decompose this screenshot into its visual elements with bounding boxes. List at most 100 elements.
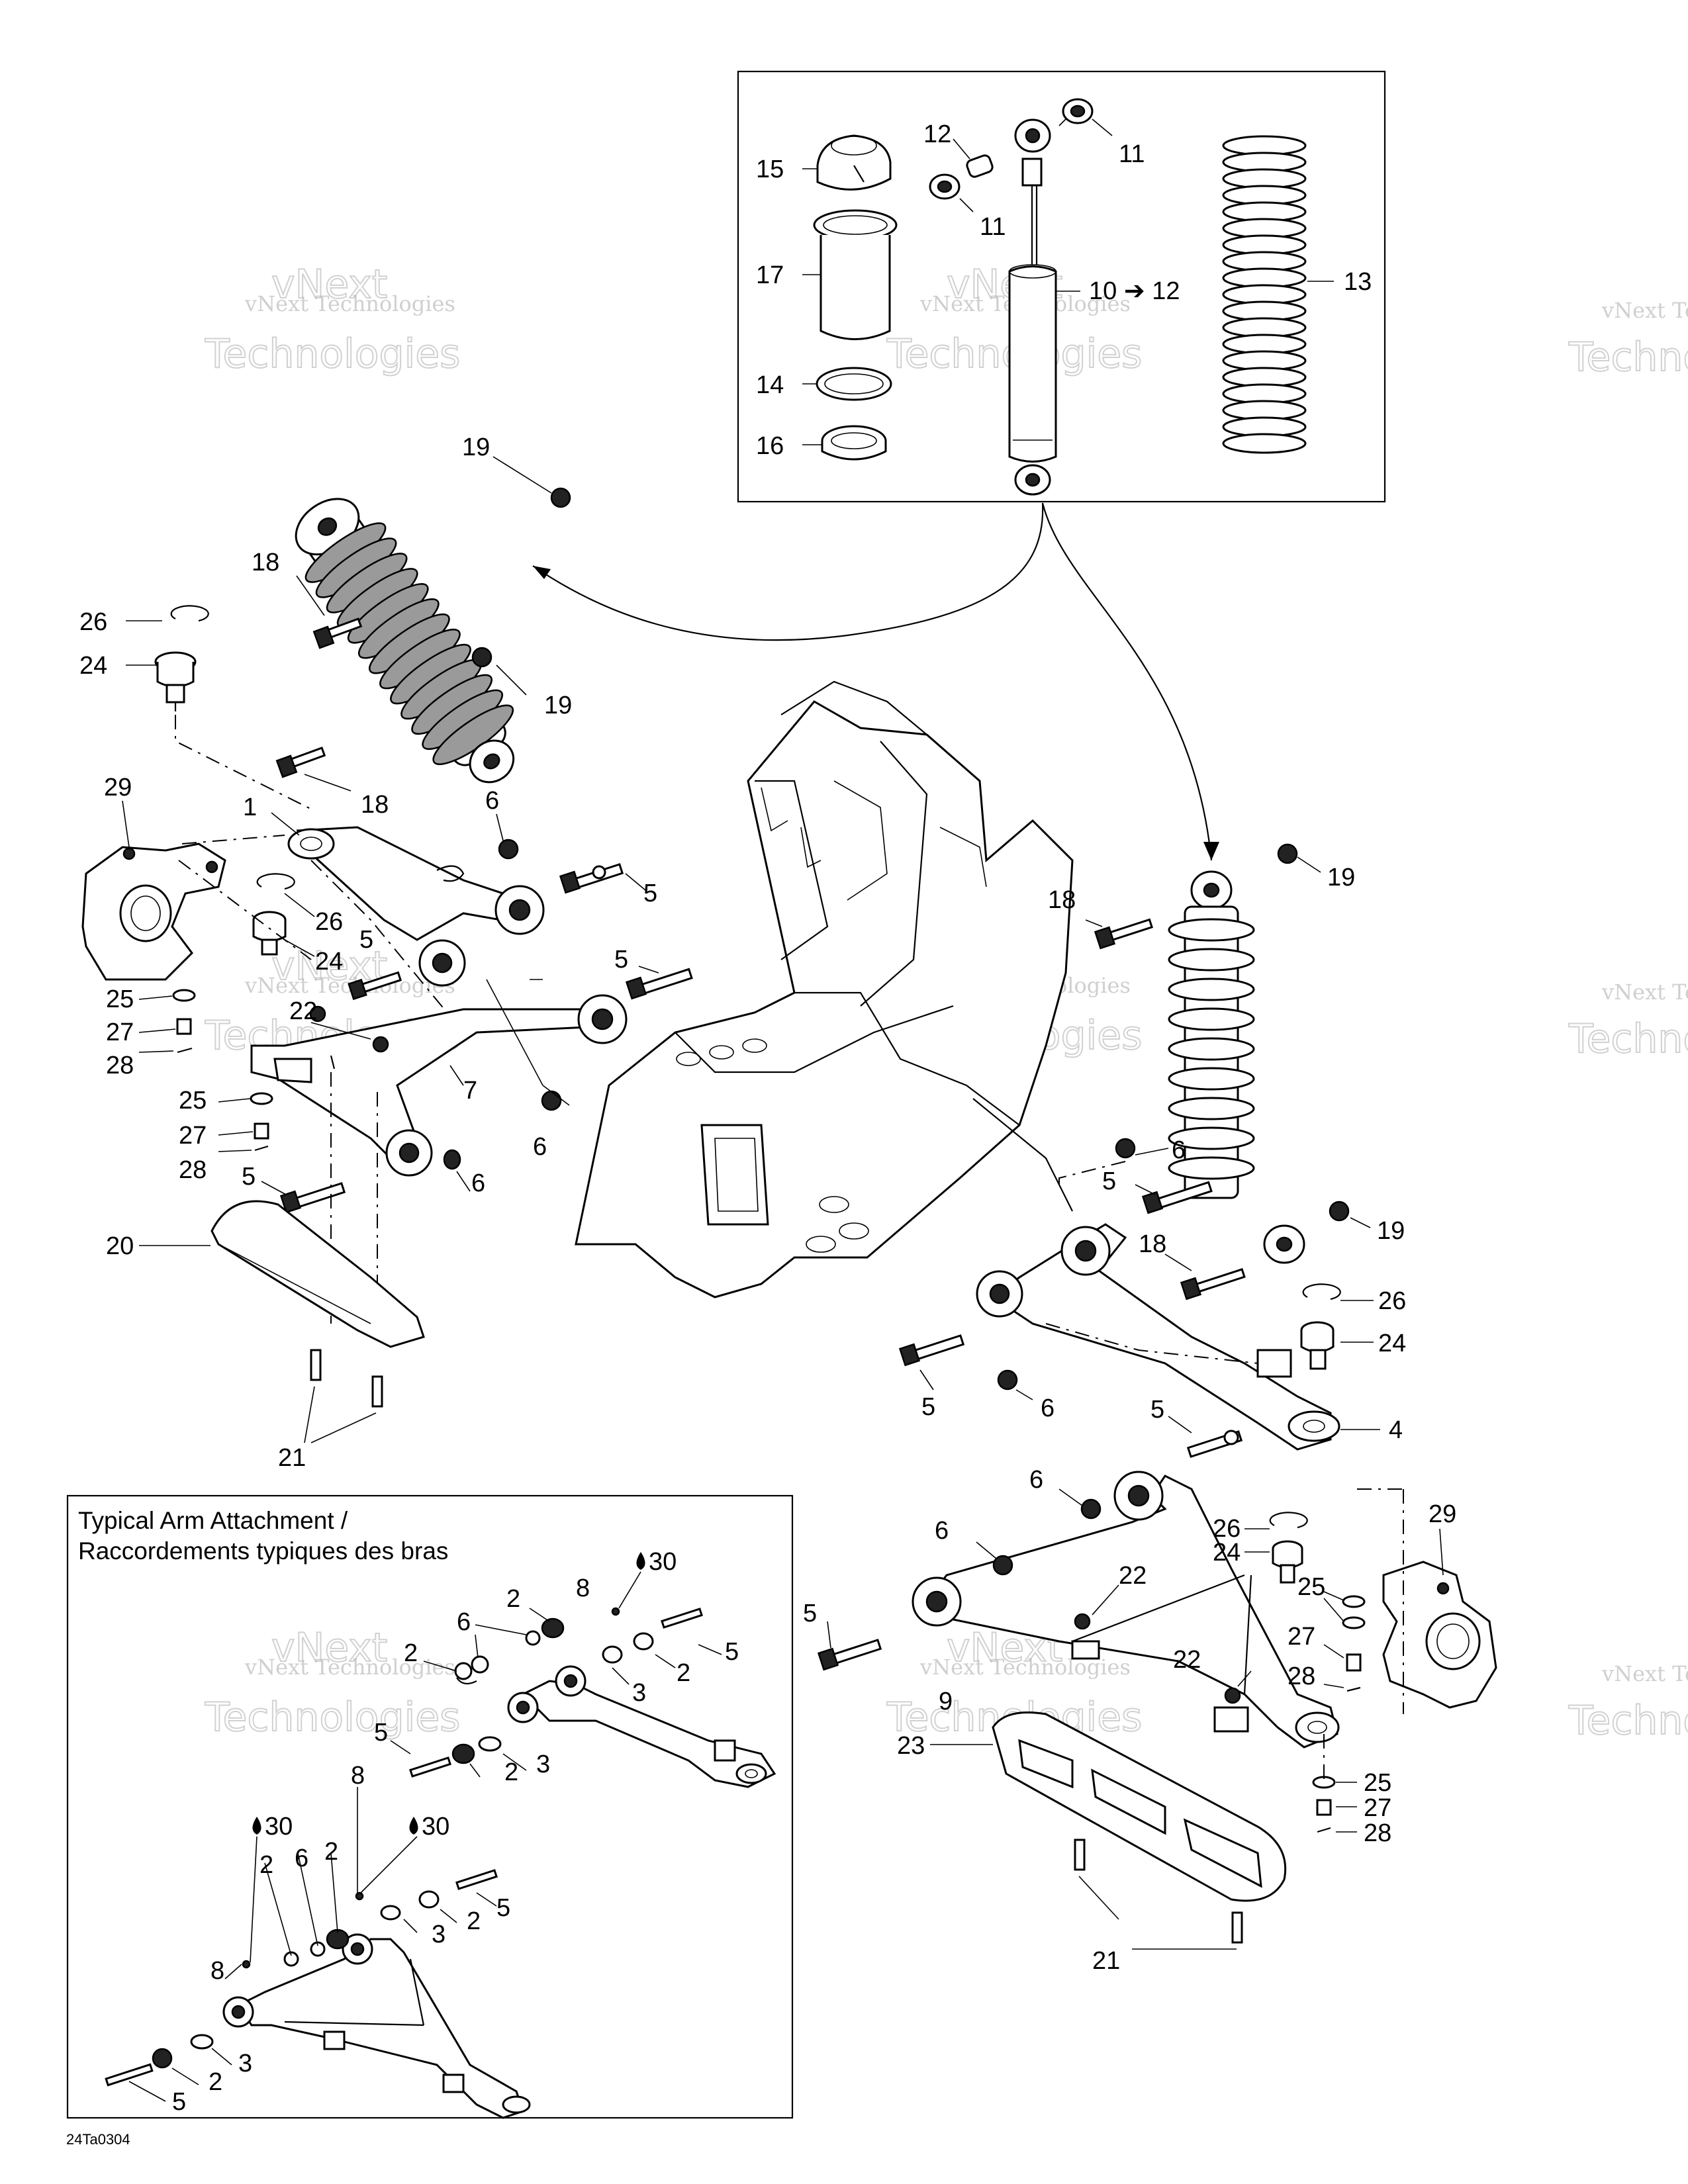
lower-right-a-arm: 5 6 6 5 22 22 9 29 26 24 (803, 1396, 1497, 1847)
bushing-ring-part (821, 425, 887, 461)
left-knuckle: 29 (81, 774, 226, 981)
callout-15: 15 (756, 156, 784, 183)
callout-3b: 3 (536, 1751, 550, 1778)
callout-7: 7 (463, 1077, 477, 1105)
callout-24: 24 (79, 652, 107, 680)
callout-1: 1 (243, 794, 257, 821)
detail-arrows (532, 502, 1219, 861)
callout-28c: 28 (1288, 1662, 1315, 1690)
callout-2: 2 (506, 1585, 520, 1613)
callout-11b: 11 (980, 213, 1006, 241)
callout-19c: 19 (1327, 864, 1355, 891)
callout-6f: 6 (1029, 1466, 1043, 1494)
callout-23: 23 (897, 1732, 925, 1760)
callout-5e: 5 (1102, 1167, 1116, 1195)
callout-25c: 25 (1297, 1573, 1325, 1601)
callout-27: 27 (106, 1019, 134, 1046)
watermark-5: vNext Technologies Technologies vNext (204, 1624, 461, 1741)
callout-5k: 5 (496, 1894, 510, 1922)
shock-detail-box: 15 17 14 16 12 11 11 10 ➔ 12 13 (737, 70, 1386, 503)
watermark-text: Technologies (1568, 1016, 1688, 1062)
callout-18b: 18 (361, 791, 389, 819)
detail-box-frame (737, 70, 1386, 503)
watermark-1: vNext Technologies Technologies vNext (204, 261, 461, 378)
callout-18c: 18 (1048, 886, 1076, 914)
watermark-text: vNext (271, 261, 387, 308)
callout-3: 3 (632, 1679, 646, 1707)
watermark-text: vNext Technologies (1601, 979, 1688, 1005)
callout-6i: 6 (295, 1844, 308, 1872)
callout-6: 6 (485, 787, 499, 815)
inset-title-en: Typical Arm Attachment / (78, 1507, 348, 1534)
callout-4: 4 (1389, 1416, 1403, 1444)
left-skid-plate: 20 21 (106, 1200, 425, 1472)
vehicle-frame (575, 680, 1074, 1298)
callout-5c: 5 (614, 946, 628, 974)
callout-25: 25 (106, 985, 134, 1013)
callout-6c: 6 (471, 1169, 485, 1197)
callout-22b: 22 (1119, 1562, 1147, 1590)
watermark-text: vNext Technologies (244, 291, 455, 316)
callout-26: 26 (79, 608, 107, 636)
arm-attachment-inset: Typical Arm Attachment / Raccordements t… (66, 1494, 794, 2119)
sleeve-part (813, 209, 898, 340)
callout-2f: 2 (324, 1838, 338, 1866)
callout-14: 14 (756, 371, 784, 399)
callout-2b: 2 (404, 1639, 418, 1667)
inset-frame (66, 1494, 794, 2119)
inset-leaders (128, 1571, 722, 2102)
front-left-shock: 19 18 19 18 (252, 433, 572, 819)
callout-2c: 2 (677, 1659, 690, 1687)
callout-19: 19 (462, 433, 490, 461)
callout-6e: 6 (1041, 1394, 1055, 1422)
upper-right-a-arm: 4 26 24 6 5 5 6 (898, 1136, 1406, 1451)
watermark-text: vNext Technologies (244, 1655, 455, 1680)
callout-5j: 5 (374, 1719, 388, 1747)
detail-leaders (802, 118, 1334, 445)
callout-6b: 6 (533, 1133, 547, 1161)
callout-25d: 25 (1364, 1769, 1391, 1797)
callout-26d: 26 (1213, 1515, 1241, 1543)
callout-6h: 6 (457, 1608, 471, 1636)
callout-26c: 26 (1378, 1287, 1406, 1315)
callout-18d: 18 (1139, 1230, 1166, 1258)
right-skid-plate: 23 21 (897, 1711, 1287, 1975)
upper-left-a-arm: 1 26 24 6 5 5 (178, 787, 657, 1033)
callout-17: 17 (756, 261, 784, 289)
callout-28: 28 (106, 1052, 134, 1079)
watermark-text: Technologies (205, 1694, 460, 1741)
callout-16: 16 (756, 432, 784, 460)
callout-13: 13 (1344, 268, 1372, 296)
callout-8b: 8 (351, 1762, 365, 1790)
ring-part (816, 367, 892, 401)
callout-24b: 24 (315, 948, 343, 976)
callout-12: 12 (923, 120, 951, 148)
callout-2h: 2 (209, 2068, 222, 2096)
callout-5h: 5 (803, 1600, 817, 1627)
figure-id: 24Ta0304 (66, 2131, 130, 2148)
callout-30b: 30 (265, 1813, 293, 1841)
callout-5b: 5 (359, 926, 373, 954)
callout-6g: 6 (935, 1517, 949, 1545)
callout-29b: 29 (1429, 1500, 1456, 1528)
callout-3d: 3 (238, 2050, 252, 2077)
front-right-shock: 19 18 19 18 (1048, 843, 1405, 1300)
inset-title-fr: Raccordements typiques des bras (78, 1537, 448, 1565)
callout-8c: 8 (211, 1957, 224, 1985)
callout-5f: 5 (921, 1393, 935, 1421)
callout-30c: 30 (422, 1813, 449, 1841)
watermark-edge: vNext Technologies Technologies vNext Te… (1568, 298, 1688, 1745)
shock-bolts (275, 487, 571, 778)
callout-10-to-12: 10 ➔ 12 (1089, 277, 1180, 305)
callout-6d: 6 (1172, 1136, 1186, 1164)
watermark-text: vNext (271, 1625, 387, 1671)
callout-22: 22 (289, 997, 317, 1025)
callout-5g: 5 (1150, 1396, 1164, 1424)
callout-28d: 28 (1364, 1819, 1391, 1847)
callout-5: 5 (643, 880, 657, 907)
coil-spring-part (1222, 135, 1307, 454)
callout-20: 20 (106, 1232, 134, 1260)
callout-27d: 27 (1364, 1794, 1391, 1822)
callout-5d: 5 (242, 1163, 256, 1191)
